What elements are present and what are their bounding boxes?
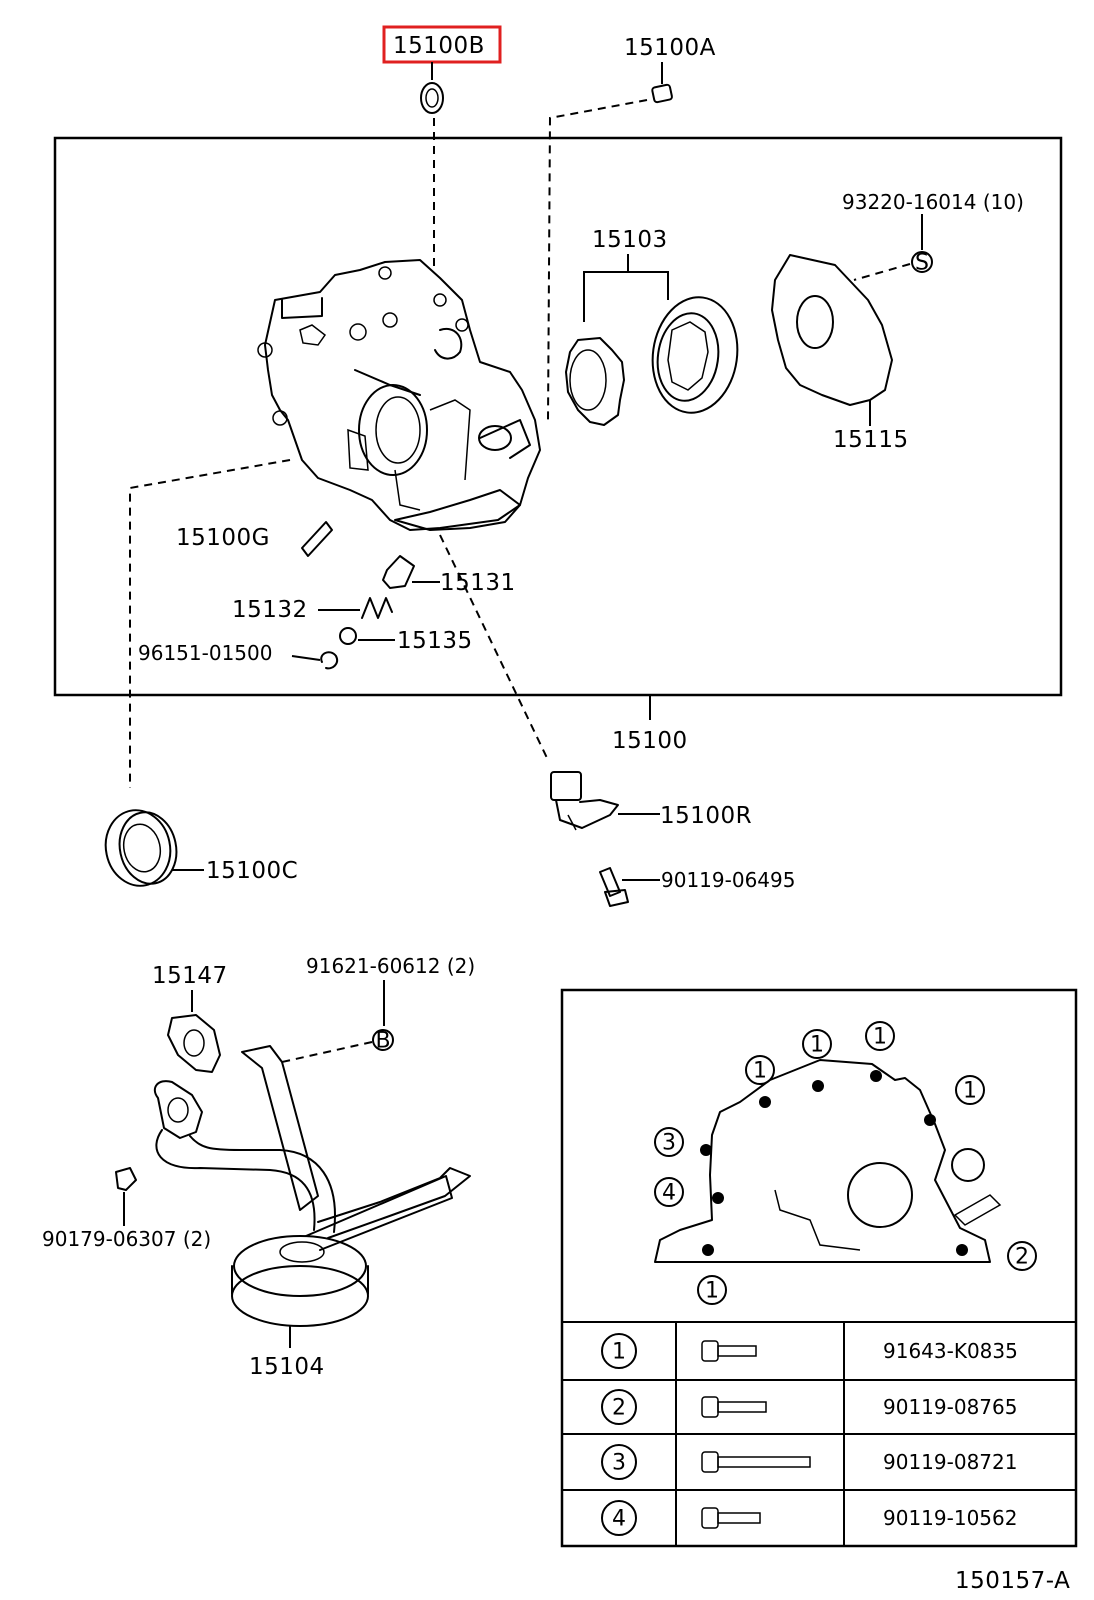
inner-rotor-icon [565, 337, 625, 426]
bolt-table-row-3[interactable]: 3 90119-08721 [601, 1444, 1017, 1480]
pump-assembly-frame [53, 136, 1063, 697]
long-bolt-icon [701, 1451, 811, 1473]
gasket-15147-icon [167, 1014, 221, 1073]
spring-15132-icon [361, 597, 393, 619]
svg-text:1: 1 [612, 1340, 626, 1365]
callout-15131[interactable]: 15131 [440, 570, 516, 596]
svg-text:3: 3 [612, 1451, 626, 1476]
svg-text:2: 2 [1015, 1245, 1029, 1270]
callout-15100[interactable]: 15100 [612, 728, 688, 754]
snap-ring-icon [320, 651, 338, 670]
bolt-location-inset [560, 988, 1078, 1548]
svg-text:1: 1 [705, 1279, 719, 1304]
figure-code: 150157-A [955, 1568, 1070, 1594]
screw-marker-s: S [911, 251, 933, 276]
bolt-hole-dots [700, 1070, 968, 1256]
callout-96151[interactable]: 96151-01500 [138, 641, 272, 665]
oring-15100b-icon [420, 82, 444, 114]
svg-text:B: B [375, 1029, 390, 1054]
callout-15147[interactable]: 15147 [152, 963, 228, 989]
svg-text:1: 1 [753, 1059, 767, 1084]
oil-pump-body-icon [257, 259, 541, 531]
callout-90119-06495[interactable]: 90119-06495 [661, 868, 795, 892]
callout-15132[interactable]: 15132 [232, 597, 308, 623]
pump-outline-icon [654, 1059, 1002, 1263]
pin-15100a-icon [651, 83, 673, 104]
callout-91621[interactable]: 91621-60612 (2) [306, 954, 475, 978]
short-bolt-icon [701, 1340, 757, 1362]
svg-text:3: 3 [662, 1131, 676, 1156]
svg-text:1: 1 [810, 1033, 824, 1058]
callout-15100r[interactable]: 15100R [660, 803, 752, 829]
highlight-box-15100b [382, 25, 502, 64]
svg-text:S: S [915, 251, 929, 276]
callout-15104[interactable]: 15104 [249, 1354, 325, 1380]
callout-15100g[interactable]: 15100G [176, 525, 270, 551]
svg-text:90119-08721: 90119-08721 [883, 1450, 1017, 1474]
svg-text:2: 2 [612, 1396, 626, 1421]
oil-strainer-15104-icon [153, 1045, 471, 1327]
bolt-90119-06495-icon [599, 867, 629, 907]
svg-text:1: 1 [873, 1025, 887, 1050]
callout-15100c[interactable]: 15100C [206, 858, 298, 884]
callout-15100a[interactable]: 15100A [624, 35, 716, 61]
callout-15135[interactable]: 15135 [397, 628, 473, 654]
bolt-table-row-4[interactable]: 4 90119-10562 [601, 1500, 1017, 1536]
relief-valve-15131-icon [382, 555, 415, 589]
plug-15100g-icon [301, 521, 333, 557]
sensor-15100r-icon [550, 771, 619, 831]
pump-cover-plate-icon [771, 254, 893, 406]
callout-93220[interactable]: 93220-16014 (10) [842, 190, 1024, 214]
callout-15115[interactable]: 15115 [833, 427, 909, 453]
bolt-marker-b: B [372, 1029, 394, 1054]
plug-15135-icon [339, 627, 357, 645]
callout-15103[interactable]: 15103 [592, 227, 668, 253]
medium-bolt-icon [701, 1507, 761, 1529]
svg-text:4: 4 [612, 1507, 626, 1532]
callout-90179[interactable]: 90179-06307 (2) [42, 1227, 211, 1251]
svg-text:90119-10562: 90119-10562 [883, 1506, 1017, 1530]
bolt-ref-markers: 1 1 1 1 3 4 1 2 [654, 1021, 1037, 1305]
svg-text:90119-08765: 90119-08765 [883, 1395, 1017, 1419]
bolt-table [562, 1321, 1076, 1546]
bolt-table-row-2[interactable]: 2 90119-08765 [601, 1389, 1017, 1425]
medium-bolt-icon [701, 1396, 767, 1418]
svg-text:4: 4 [662, 1181, 676, 1206]
oil-seal-15100c-icon [104, 809, 178, 887]
svg-text:1: 1 [963, 1079, 977, 1104]
svg-text:91643-K0835: 91643-K0835 [883, 1339, 1018, 1363]
outer-rotor-icon [651, 296, 739, 414]
bolt-90179-icon [115, 1167, 137, 1191]
callout-15100b[interactable]: 15100B [393, 33, 485, 59]
bolt-table-row-1[interactable]: 1 91643-K0835 [601, 1333, 1018, 1369]
